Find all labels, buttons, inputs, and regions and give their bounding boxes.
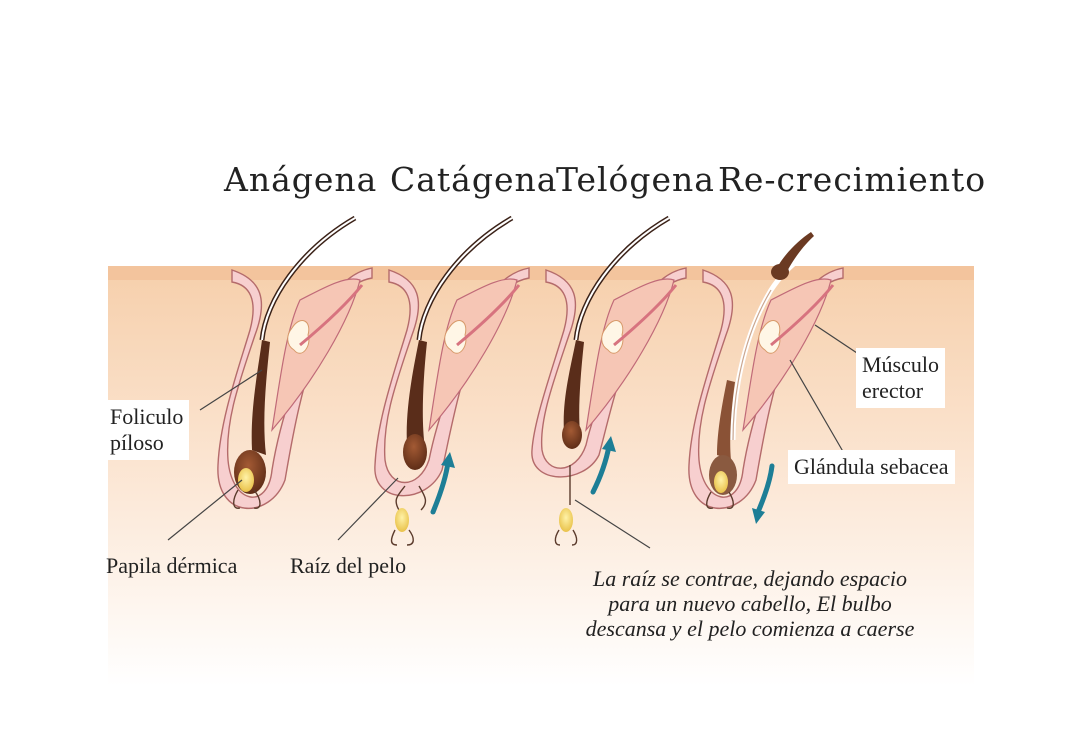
caption: La raíz se contrae, dejando espacio para… xyxy=(520,566,980,641)
down-arrow-icon xyxy=(752,463,775,524)
up-arrow-icon xyxy=(590,436,616,495)
caption-line-1: La raíz se contrae, dejando espacio xyxy=(592,566,908,591)
stage-title-anagena: Anágena xyxy=(224,160,378,199)
stage-title-recrecimiento: Re-crecimiento xyxy=(718,160,987,199)
stage-title-telogena: Telógena xyxy=(556,160,715,199)
label-foliculo-line2: píloso xyxy=(110,430,164,455)
label-foliculo-line1: Foliculo xyxy=(110,404,184,429)
up-arrow-icon xyxy=(430,452,455,515)
label-musculo-line2: erector xyxy=(862,378,924,403)
follicle-catagena xyxy=(374,215,530,546)
label-foliculo-piloso: Foliculo píloso xyxy=(104,400,190,460)
label-raiz-del-pelo: Raíz del pelo xyxy=(290,553,407,578)
label-musculo-erector: Músculo erector xyxy=(856,348,945,408)
label-musculo-line1: Músculo xyxy=(862,352,939,377)
follicle-telogena xyxy=(531,215,687,546)
pointer-lines xyxy=(167,324,861,549)
caption-line-2: para un nuevo cabello, El bulbo xyxy=(608,591,892,616)
stage-title-catagena: Catágena xyxy=(390,160,558,199)
follicle-recrecimiento xyxy=(688,232,844,510)
caption-line-3: descansa y el pelo comienza a caerse xyxy=(585,616,915,641)
follicle-anagena xyxy=(217,215,373,510)
label-papila-dermica: Papila dérmica xyxy=(106,553,238,578)
label-glandula-sebacea: Glándula sebacea xyxy=(788,450,955,484)
